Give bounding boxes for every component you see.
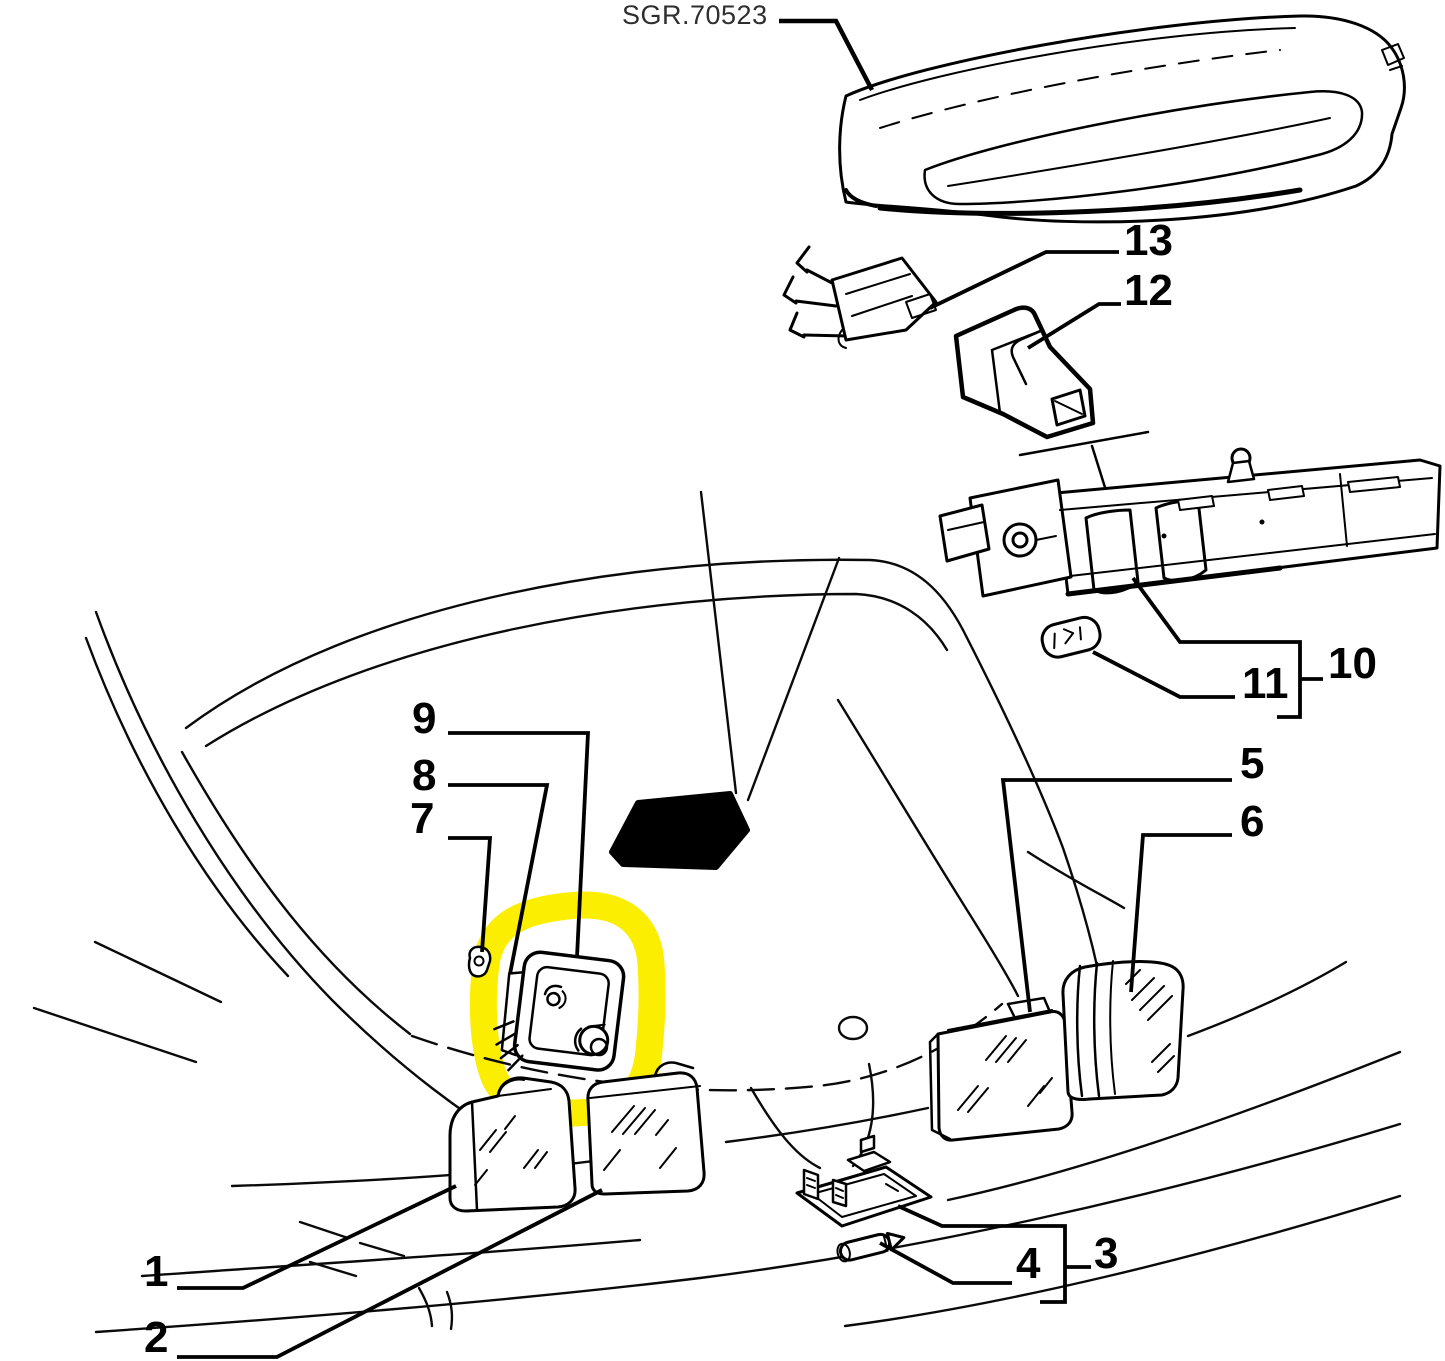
body-lower-line: [843, 1194, 1402, 1328]
right-pillar-line: [961, 628, 1099, 968]
callout-label-6: 6: [1240, 797, 1265, 846]
wheel-arch-stroke: [445, 1290, 454, 1331]
part-festoon-bulb: [836, 1231, 906, 1263]
callout-label-13: 13: [1124, 216, 1173, 265]
quarter-crease-left: [32, 1006, 198, 1064]
part-connector-housing: [953, 305, 1096, 440]
roof-inner-line: [204, 592, 949, 748]
callout-label-11: 11: [1242, 659, 1289, 708]
callout-label-8: 8: [412, 751, 437, 800]
leader-5: [1000, 778, 1232, 1013]
part-grommet-nut: [467, 945, 492, 978]
part-terminal-clip: [782, 245, 938, 349]
part-bulb-holder-plate: [493, 950, 626, 1072]
leader-7: [448, 836, 493, 953]
parcel-shelf-mount-patch: [609, 791, 750, 870]
leader-10-bracket: [1131, 576, 1302, 719]
bumper-top-line: [946, 1050, 1402, 1202]
part-tail-lamp-inner-right: [928, 996, 1074, 1142]
callout-label-5: 5: [1240, 739, 1265, 788]
bumper-top-line: [140, 1238, 642, 1278]
wheel-arch-stroke: [417, 1286, 434, 1328]
trunk-edge: [724, 1106, 930, 1144]
bumper-hatch: [358, 1241, 406, 1258]
quarter-crease-right: [1026, 850, 1126, 910]
callout-label-4: 4: [1016, 1239, 1041, 1288]
part-wedge-bulb: [1040, 615, 1102, 659]
rear-window-right-edge: [836, 698, 1020, 998]
plate-recess-crease: [749, 1086, 822, 1170]
pointer-line-shelf-b: [746, 556, 841, 802]
quarter-crease-left: [93, 940, 223, 1004]
bumper-bottom-line: [94, 1122, 1402, 1334]
bumper-hatch: [298, 1220, 350, 1240]
bumper-hatch: [308, 1260, 358, 1278]
leader-13: [929, 250, 1119, 310]
leader-6: [1129, 833, 1232, 993]
leader-1: [177, 1184, 457, 1290]
leader-12: [1026, 302, 1121, 350]
trunk-edge: [1186, 960, 1348, 1038]
leader-3-bracket: [897, 1204, 1067, 1304]
leader-11: [1092, 650, 1235, 699]
part-third-brake-light-cover: [838, 14, 1406, 224]
reference-code-label: SGR.70523: [622, 0, 768, 30]
c-pillar-line-2: [84, 636, 290, 978]
leader-8: [448, 783, 550, 975]
callout-label-9: 9: [412, 694, 437, 743]
part-bulb-holder-assembly: [938, 430, 1442, 598]
part-tail-lamp-outer-left: [448, 1076, 577, 1213]
part-tail-lamp-inner-left: [586, 1061, 706, 1196]
part-license-plate-lamp-housing: [795, 1134, 933, 1228]
callout-label-2: 2: [144, 1313, 169, 1361]
car-body-outline: [32, 490, 1402, 1334]
leader-2: [177, 1188, 603, 1359]
callout-label-10: 10: [1328, 639, 1377, 688]
leader-4: [879, 1241, 1012, 1285]
rear-window-left-edge: [180, 750, 412, 1036]
leader-sgr: [779, 18, 874, 92]
leader-9: [448, 731, 590, 958]
pointer-line-shelf-a: [699, 490, 738, 795]
callout-label-1: 1: [144, 1247, 169, 1296]
callout-label-12: 12: [1124, 266, 1173, 315]
c-pillar-line: [94, 610, 526, 1152]
trunk-hole: [837, 1015, 869, 1041]
leader-lines: [177, 18, 1323, 1359]
callout-label-7: 7: [410, 794, 435, 843]
part-tail-lamp-outer-right: [1061, 960, 1185, 1101]
explosion-guide: [1018, 430, 1150, 457]
roof-line: [184, 558, 965, 730]
callout-label-3: 3: [1094, 1229, 1119, 1278]
